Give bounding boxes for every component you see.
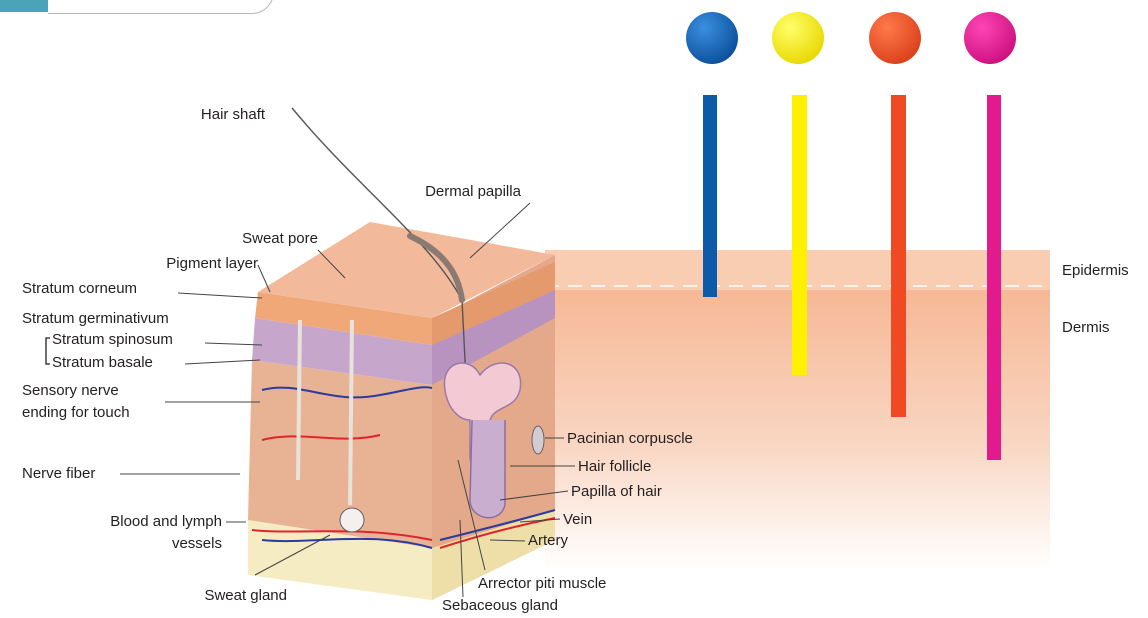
label-sensory-nerve-line1: Sensory nerve [22, 382, 119, 399]
label-sensory-nerve-line2: ending for touch [22, 404, 130, 421]
label-blood-lymph-line2: vessels [172, 535, 222, 552]
label-arrector-piti-muscle: Arrector piti muscle [478, 575, 606, 592]
label-stratum-spinosum: Stratum spinosum [52, 331, 173, 348]
probe-ball-pink [964, 12, 1016, 64]
label-stratum-germinativum: Stratum germinativum [22, 310, 169, 327]
label-dermis: Dermis [1062, 319, 1110, 336]
label-stratum-basale: Stratum basale [52, 354, 153, 371]
leader-stratum-corneum [178, 293, 262, 298]
probe-bar-orange [891, 95, 906, 417]
sweat-duct-2 [350, 320, 352, 505]
probe-bar-pink [987, 95, 1001, 460]
label-artery: Artery [528, 532, 569, 549]
label-nerve-fiber: Nerve fiber [22, 465, 95, 482]
label-sweat-pore: Sweat pore [242, 230, 318, 247]
skin-block [248, 108, 555, 600]
label-papilla-of-hair: Papilla of hair [571, 483, 662, 500]
label-vein: Vein [563, 511, 592, 528]
leader-stratum-basale [185, 360, 260, 364]
label-epidermis: Epidermis [1062, 262, 1129, 279]
probe-ball-orange [869, 12, 921, 64]
label-blood-lymph-line1: Blood and lymph [110, 513, 222, 530]
label-stratum-corneum: Stratum corneum [22, 280, 137, 297]
label-sebaceous-gland: Sebaceous gland [442, 597, 558, 614]
germinativum-bracket [46, 338, 50, 364]
label-pacinian-corpuscle: Pacinian corpuscle [567, 430, 693, 447]
probe-ball-blue [686, 12, 738, 64]
label-hair-shaft: Hair shaft [201, 106, 266, 123]
leader-pigment-layer [258, 265, 270, 292]
pacinian-corpuscle [532, 426, 544, 454]
probe-bar-yellow [792, 95, 807, 375]
label-dermal-papilla: Dermal papilla [425, 183, 522, 200]
sweat-gland-coil [340, 508, 364, 532]
sweat-duct [298, 320, 300, 480]
label-hair-follicle: Hair follicle [578, 458, 651, 475]
probe-ball-yellow [772, 12, 824, 64]
label-sweat-gland: Sweat gland [204, 587, 287, 604]
label-pigment-layer: Pigment layer [166, 255, 258, 272]
hair-follicle [470, 420, 505, 518]
probe-bar-blue [703, 95, 717, 297]
